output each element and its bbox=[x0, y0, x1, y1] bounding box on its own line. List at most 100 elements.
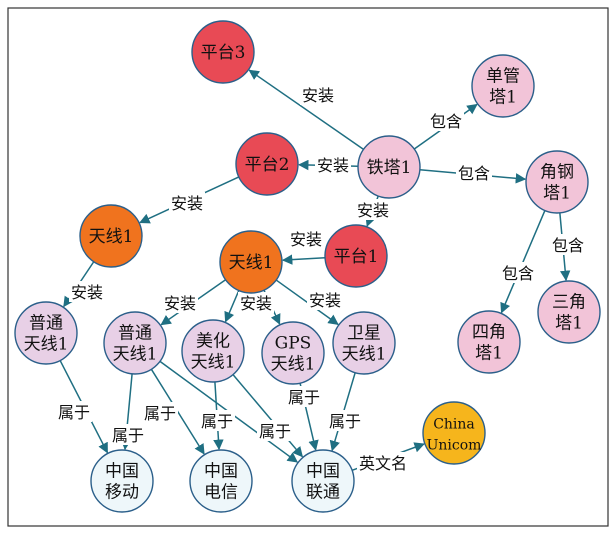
node-label-line: 三角 bbox=[552, 293, 586, 313]
edge-label-text: 包含 bbox=[430, 112, 462, 131]
edge-label-contains: 包含 bbox=[550, 234, 586, 255]
edge-label-belongs_to: 属于 bbox=[257, 420, 293, 441]
edge-antenna1_mid-to-beautified_antenna bbox=[224, 290, 240, 323]
edge-label-text: 安装 bbox=[240, 294, 272, 313]
node-label-line: 平台2 bbox=[245, 155, 290, 175]
edge-label-belongs_to: 属于 bbox=[286, 386, 322, 407]
edge-label-contains: 包含 bbox=[456, 162, 492, 183]
node-circle bbox=[191, 20, 255, 84]
frame-border bbox=[7, 7, 609, 527]
node-platform2: 平台2 bbox=[235, 132, 299, 196]
node-label-line: 塔1 bbox=[475, 344, 503, 364]
edge-label-text: 安装 bbox=[171, 194, 203, 213]
edge-label-install: 安装 bbox=[315, 154, 351, 175]
edge-angle_steel-to-square_tower bbox=[500, 210, 546, 314]
node-label-line: 塔1 bbox=[543, 184, 571, 204]
edge-label-text: 属于 bbox=[201, 412, 233, 431]
edge-platform1-to-antenna1_mid bbox=[281, 254, 326, 265]
node-label-line: China bbox=[433, 417, 475, 433]
node-circle bbox=[235, 132, 299, 196]
edge-label-text: 安装 bbox=[309, 291, 341, 310]
edge-label-text: 包含 bbox=[458, 164, 490, 183]
node-label-line: 塔1 bbox=[489, 88, 517, 108]
node-circle bbox=[219, 230, 283, 294]
node-circle bbox=[324, 224, 388, 288]
node-label-line: 中国 bbox=[105, 462, 139, 482]
edge-label-text: 属于 bbox=[329, 412, 361, 431]
node-label-line: 天线1 bbox=[113, 345, 158, 365]
node-label-line: 天线1 bbox=[229, 253, 274, 273]
edge-label-belongs_to: 属于 bbox=[199, 410, 235, 431]
node-label-line: 天线1 bbox=[89, 227, 134, 247]
node-circle bbox=[457, 310, 521, 374]
node-circle bbox=[261, 321, 325, 385]
node-circle bbox=[471, 54, 535, 118]
node-circle bbox=[14, 301, 78, 365]
node-tower1: 铁塔1 bbox=[357, 135, 421, 199]
node-label-line: GPS bbox=[275, 334, 312, 354]
node-label-line: 角钢 bbox=[540, 163, 574, 183]
node-platform3: 平台3 bbox=[191, 20, 255, 84]
edge-label-text: 安装 bbox=[71, 283, 103, 302]
node-label-line: 四角 bbox=[472, 323, 506, 343]
edge-beautified_antenna-to-china_unicom bbox=[232, 374, 304, 458]
edge-label-install: 安装 bbox=[169, 192, 205, 213]
node-circle bbox=[332, 311, 396, 375]
edge-label-belongs_to: 属于 bbox=[327, 410, 363, 431]
node-label-line: 电信 bbox=[204, 483, 238, 503]
edge-label-text: 属于 bbox=[58, 403, 90, 422]
node-circle bbox=[291, 449, 355, 513]
node-label-line: 平台3 bbox=[201, 43, 246, 63]
edge-label-text: 安装 bbox=[290, 230, 322, 249]
edge-label-install: 安装 bbox=[69, 281, 105, 302]
node-label-line: 天线1 bbox=[24, 335, 69, 355]
node-circle bbox=[537, 280, 601, 344]
node-antenna1-mid: 天线1 bbox=[219, 230, 283, 294]
node-label-line: 平台1 bbox=[334, 247, 379, 267]
edge-label-belongs_to: 属于 bbox=[142, 402, 178, 423]
node-label-line: 卫星 bbox=[347, 324, 381, 344]
edge-tower1-to-platform3 bbox=[248, 69, 364, 150]
node-circle bbox=[181, 319, 245, 383]
edge-label-belongs_to: 属于 bbox=[56, 401, 92, 422]
node-label-line: 普通 bbox=[118, 324, 152, 344]
node-circle bbox=[357, 135, 421, 199]
node-label-line: Unicom bbox=[427, 438, 482, 454]
edge-label-text: 属于 bbox=[259, 422, 291, 441]
edge-label-text: 安装 bbox=[164, 294, 196, 313]
node-label-line: 塔1 bbox=[555, 314, 583, 334]
edge-label-text: 安装 bbox=[302, 86, 334, 105]
edge-label-contains: 包含 bbox=[428, 110, 464, 131]
edge-label-text: 包含 bbox=[502, 264, 534, 283]
edge-label-text: 英文名 bbox=[359, 454, 407, 473]
node-circle bbox=[422, 401, 486, 465]
edge-label-belongs_to: 属于 bbox=[110, 424, 146, 445]
edge-label-install: 安装 bbox=[288, 228, 324, 249]
edge-label-text: 安装 bbox=[357, 201, 389, 220]
node-label-line: 联通 bbox=[306, 483, 340, 503]
node-circle bbox=[189, 449, 253, 513]
node-label-line: 中国 bbox=[204, 462, 238, 482]
node-antenna1-top: 天线1 bbox=[79, 204, 143, 268]
edge-label-install: 安装 bbox=[162, 292, 198, 313]
edge-label-text: 包含 bbox=[552, 236, 584, 255]
node-circle bbox=[90, 449, 154, 513]
edge-label-install: 安装 bbox=[355, 199, 391, 220]
node-label-line: 天线1 bbox=[271, 355, 316, 375]
edge-label-text: 安装 bbox=[317, 156, 349, 175]
node-label-line: 中国 bbox=[306, 462, 340, 482]
node-label-line: 美化 bbox=[196, 332, 230, 352]
edge-label-contains: 包含 bbox=[500, 262, 536, 283]
